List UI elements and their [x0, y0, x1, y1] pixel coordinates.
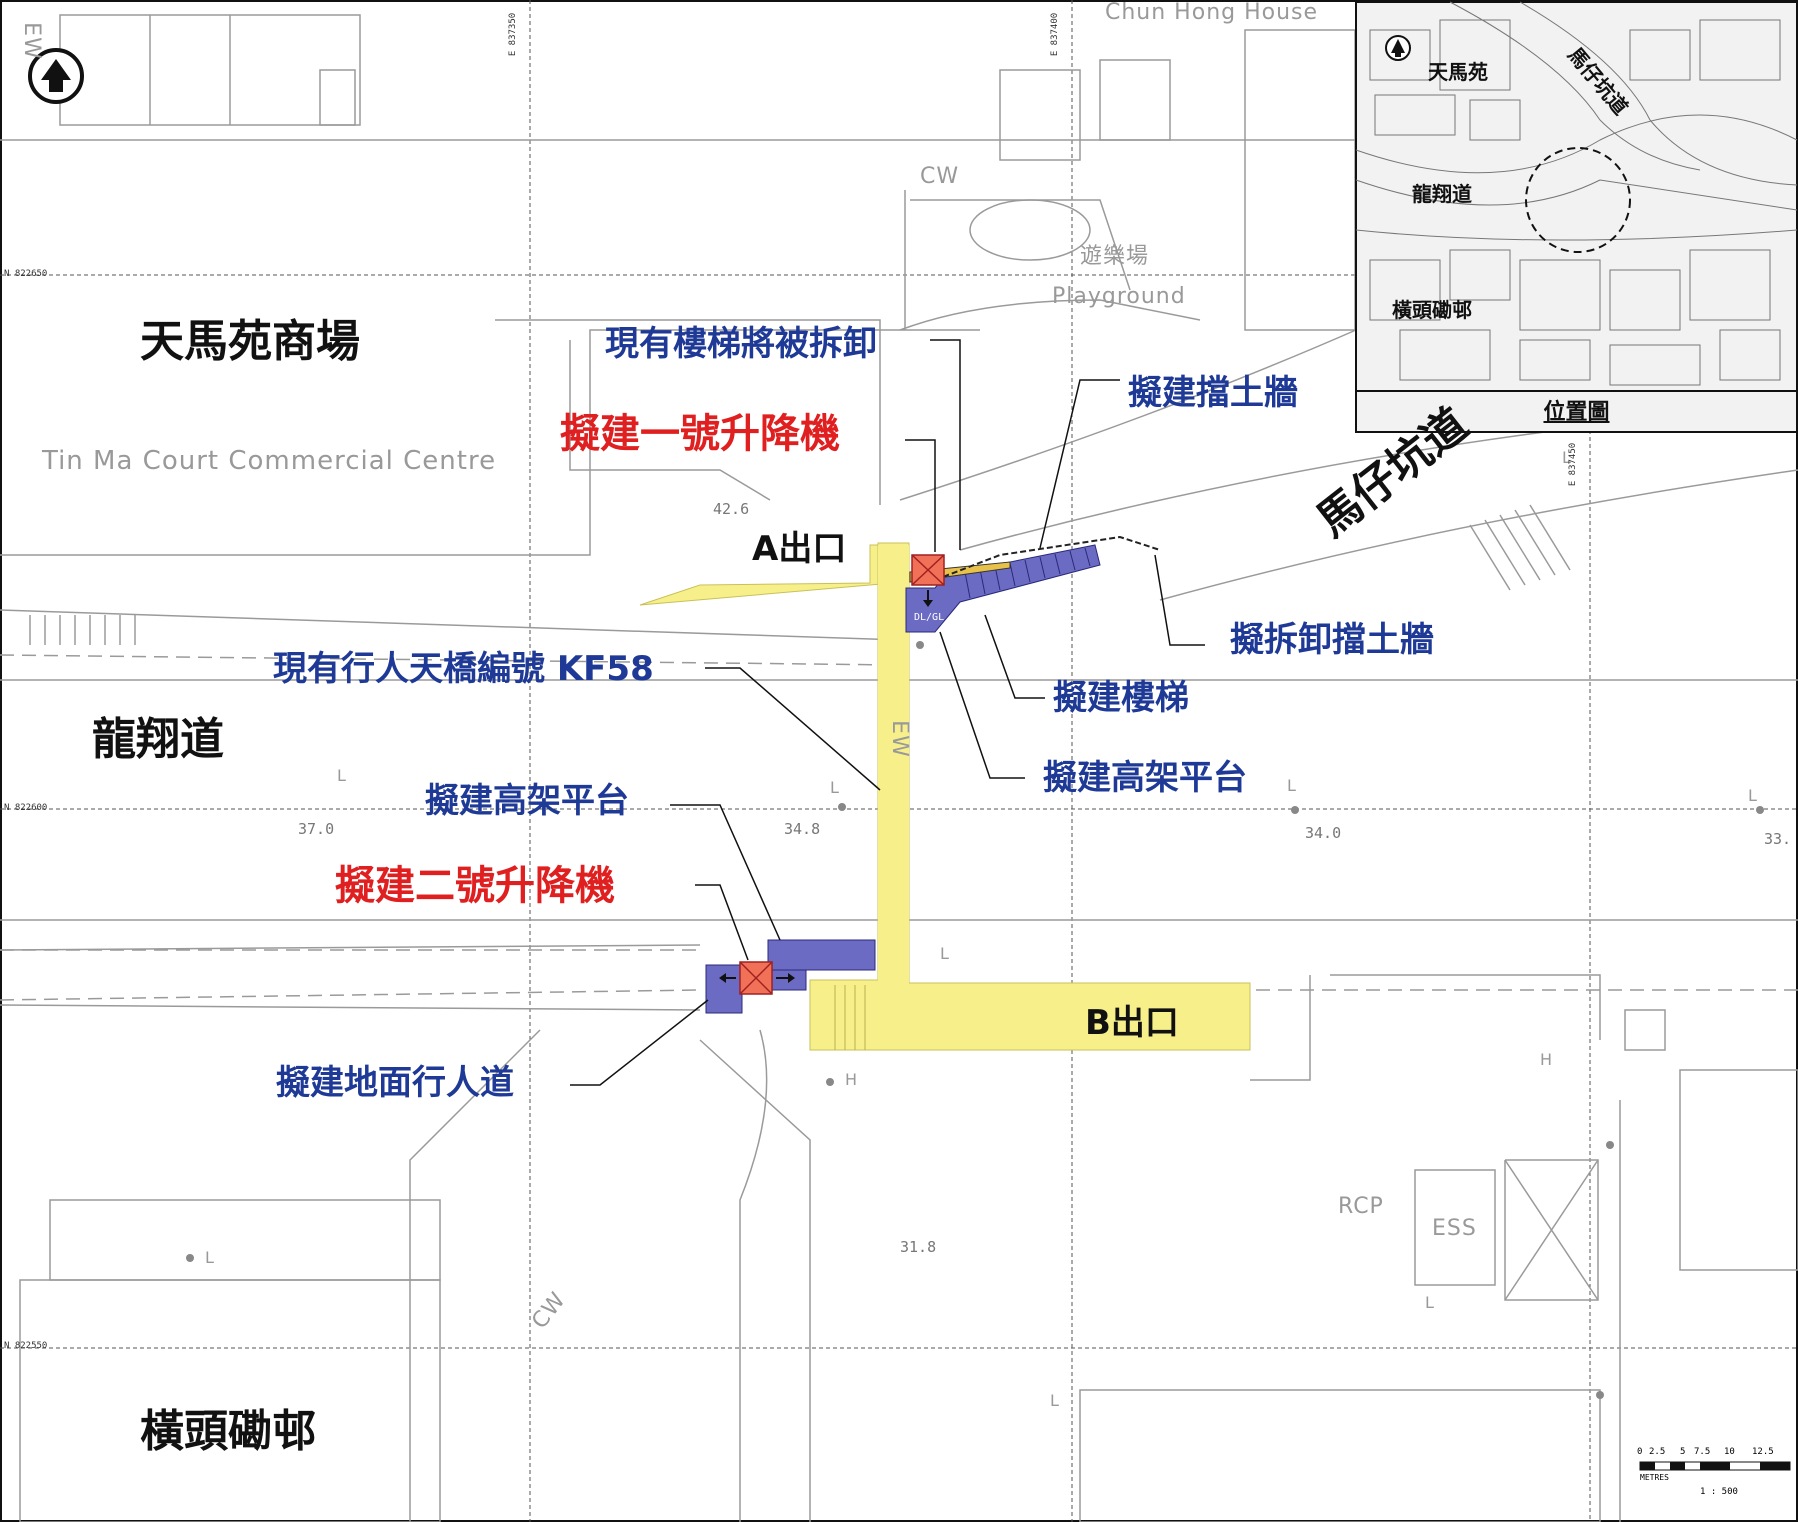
ew-label-top: EW [18, 22, 44, 60]
inset-tin-ma-court: 天馬苑 [1428, 60, 1488, 84]
spot-markers [186, 641, 1764, 1399]
l-label-2: L [830, 778, 840, 797]
annotation-retaining-wall-new: 擬建擋土牆 [1128, 373, 1298, 413]
lift1-tag: DL/GL [914, 612, 944, 623]
l-label-3: L [1287, 776, 1297, 795]
spot-height-4: 34.0 [1305, 824, 1342, 842]
grid-ref-n2: N 822600 [4, 803, 48, 813]
footbridge-kf58 [639, 542, 1251, 1051]
spot-height-6: 31.8 [900, 1238, 937, 1256]
spot-height-5: 33. [1764, 830, 1792, 848]
scale-tick-3: 7.5 [1694, 1447, 1711, 1457]
annotation-lift-1: 擬建一號升降機 [560, 411, 840, 457]
h-label-1: H [1540, 1050, 1554, 1069]
commercial-centre-en: Tin Ma Court Commercial Centre [42, 446, 497, 476]
proposed-lift-2 [719, 961, 795, 995]
scale-tick-2: 5 [1680, 1447, 1686, 1457]
h-label-2: H [845, 1070, 859, 1089]
exit-a-label: A出口 [752, 529, 847, 569]
spot-height-3: 34.8 [784, 820, 821, 838]
inset-lung-cheung-road: 龍翔道 [1412, 182, 1472, 206]
l-label-1: L [337, 766, 347, 785]
grid-ref-e3: E 837450 [1568, 442, 1579, 487]
annotation-lift-2: 擬建二號升降機 [335, 863, 615, 909]
grid-ref-e1: E 837350 [508, 12, 519, 57]
annotation-retaining-wall-demolish: 擬拆卸擋土牆 [1230, 620, 1434, 660]
playground-zh: 遊樂場 [1080, 244, 1150, 269]
proposed-platform-2 [705, 939, 876, 1014]
grid-ref-n3: N 822550 [4, 1341, 48, 1351]
l-label-5: L [940, 944, 950, 963]
exit-b-label: B出口 [1085, 1003, 1179, 1043]
playground-en: Playground [1052, 284, 1186, 309]
annotation-platform-2: 擬建高架平台 [425, 781, 629, 821]
north-arrow-icon [28, 48, 84, 104]
rcp-label: RCP [1338, 1194, 1384, 1219]
scale-bar [1639, 1461, 1791, 1471]
ew-label-bridge: EW [886, 720, 912, 758]
scale-ratio: 1 : 500 [1700, 1487, 1738, 1497]
scale-tick-0: 0 [1637, 1447, 1643, 1457]
scale-unit: METRES [1640, 1473, 1669, 1482]
annotation-stair-new: 擬建樓梯 [1053, 678, 1189, 718]
scale-tick-1: 2.5 [1649, 1447, 1666, 1457]
scale-tick-4: 10 [1724, 1447, 1735, 1457]
ess-label: ESS [1432, 1216, 1477, 1241]
l-label-7: L [1425, 1293, 1435, 1312]
annotation-footpath: 擬建地面行人道 [276, 1063, 514, 1103]
l-label-6: L [205, 1248, 215, 1267]
annotation-footbridge-kf58: 現有行人天橋編號 KF58 [273, 649, 654, 689]
scale-tick-5: 12.5 [1752, 1447, 1774, 1457]
l-label-8: L [1050, 1391, 1060, 1410]
cw-label-top: CW [920, 164, 960, 189]
annotation-platform-1: 擬建高架平台 [1043, 758, 1247, 798]
spot-height-2: 37.0 [298, 820, 335, 838]
inset-title: 位置圖 [1356, 390, 1797, 434]
l-label-4: L [1748, 786, 1758, 805]
inset-wang-tau-hom: 橫頭磡邨 [1392, 298, 1472, 322]
spot-height-1: 42.6 [713, 500, 750, 518]
place-tin-ma-court-mall: 天馬苑商場 [140, 316, 360, 367]
place-wang-tau-hom-estate: 橫頭磡邨 [140, 1406, 316, 1457]
chun-hong-house: Chun Hong House [1105, 0, 1319, 25]
location-inset [1355, 1, 1798, 433]
grid-ref-e2: E 837400 [1050, 12, 1061, 57]
leader-lines [570, 339, 1205, 1086]
place-lung-cheung-road: 龍翔道 [92, 714, 224, 765]
l-label-9: L [1562, 448, 1572, 467]
proposed-lift-1: DL/GL [911, 554, 945, 623]
annotation-stair-demolish: 現有樓梯將被拆卸 [605, 324, 877, 364]
grid-ref-n1: N 822650 [4, 269, 48, 279]
